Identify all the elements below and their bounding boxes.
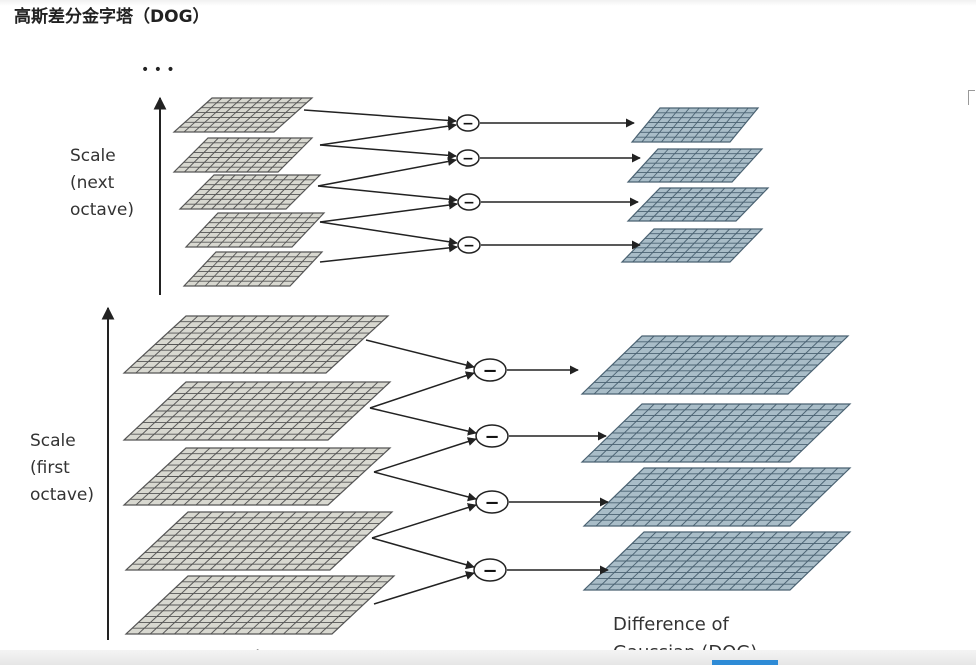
upper-scale-line-1: Scale [70,146,116,166]
upper-scale-label: Scale (next octave) [70,143,134,224]
page-title: 高斯差分金字塔（DOG） [14,7,210,27]
upper-scale-line-3: octave) [70,200,134,220]
lower-arrow-in-b-4 [373,571,475,605]
cursor-icon [968,90,975,105]
upper-gaussian-layer-5 [182,251,324,287]
minus-circle-icon: − [482,560,497,581]
upper-subtract-op-2: − [456,149,480,167]
minus-circle-icon: − [462,151,474,167]
lower-gaussian-layer-1 [122,315,390,374]
upper-arrow-in-a-2 [319,144,457,160]
lower-dog-layer-3 [582,467,852,527]
lower-arrow-in-b-3 [371,503,477,539]
lower-arrow-in-a-4 [371,537,475,570]
upper-arrow-in-b-4 [319,243,458,263]
lower-scale-line-1: Scale [30,431,76,451]
lower-gaussian-layer-3 [122,447,392,506]
ellipsis: • • • [141,62,175,78]
lower-subtract-op-3: − [475,490,509,514]
minus-circle-icon: − [463,195,475,211]
upper-scale-line-2: (next [70,173,115,193]
upper-arrow-in-b-2 [317,157,457,187]
lower-subtract-op-4: − [473,558,507,582]
upper-gaussian-layer-3 [178,174,322,210]
lower-gaussian-layer-5 [124,575,396,635]
upper-subtract-op-3: − [457,193,481,211]
dog-label-line-1: Difference of [613,614,729,635]
bottom-accent [712,660,778,665]
minus-circle-icon: − [484,492,499,513]
lower-scale-line-2: (first [30,458,70,478]
lower-arrow-in-a-3 [373,471,477,502]
bottom-bar [0,650,976,665]
lower-scale-line-3: octave) [30,485,94,505]
upper-subtract-op-4: − [457,236,481,254]
upper-arrow-in-a-3 [317,185,458,204]
lower-gaussian-layer-4 [124,511,394,571]
upper-dog-layer-4 [620,228,764,263]
lower-dog-layer-2 [580,403,852,463]
lower-subtract-op-1: − [473,358,507,382]
minus-circle-icon: − [462,116,474,132]
upper-gaussian-layer-2 [172,137,314,173]
upper-arrow-in-b-3 [319,200,458,223]
upper-gaussian-layer-1 [172,97,314,133]
minus-circle-icon: − [482,360,497,381]
lower-arrow-in-a-2 [369,407,477,436]
upper-subtract-op-1: − [456,114,480,132]
lower-gaussian-layer-2 [122,381,392,441]
upper-dog-layer-1 [630,107,760,143]
upper-gaussian-layer-4 [184,212,326,248]
upper-dog-layer-2 [626,148,764,183]
upper-arrow-in-b-1 [319,121,457,146]
lower-dog-layer-4 [582,531,852,591]
lower-scale-label: Scale (first octave) [30,428,94,509]
lower-subtract-op-2: − [475,424,509,448]
lower-arrow-in-b-2 [373,437,477,473]
lower-dog-layer-1 [580,335,850,395]
upper-arrow-in-a-1 [303,109,457,125]
top-strip [0,0,976,6]
lower-arrow-in-a-1 [365,339,475,370]
minus-circle-icon: − [463,238,475,254]
upper-arrow-in-a-4 [319,221,458,247]
minus-circle-icon: − [484,426,499,447]
upper-dog-layer-3 [626,187,770,222]
lower-arrow-in-b-1 [369,371,475,409]
